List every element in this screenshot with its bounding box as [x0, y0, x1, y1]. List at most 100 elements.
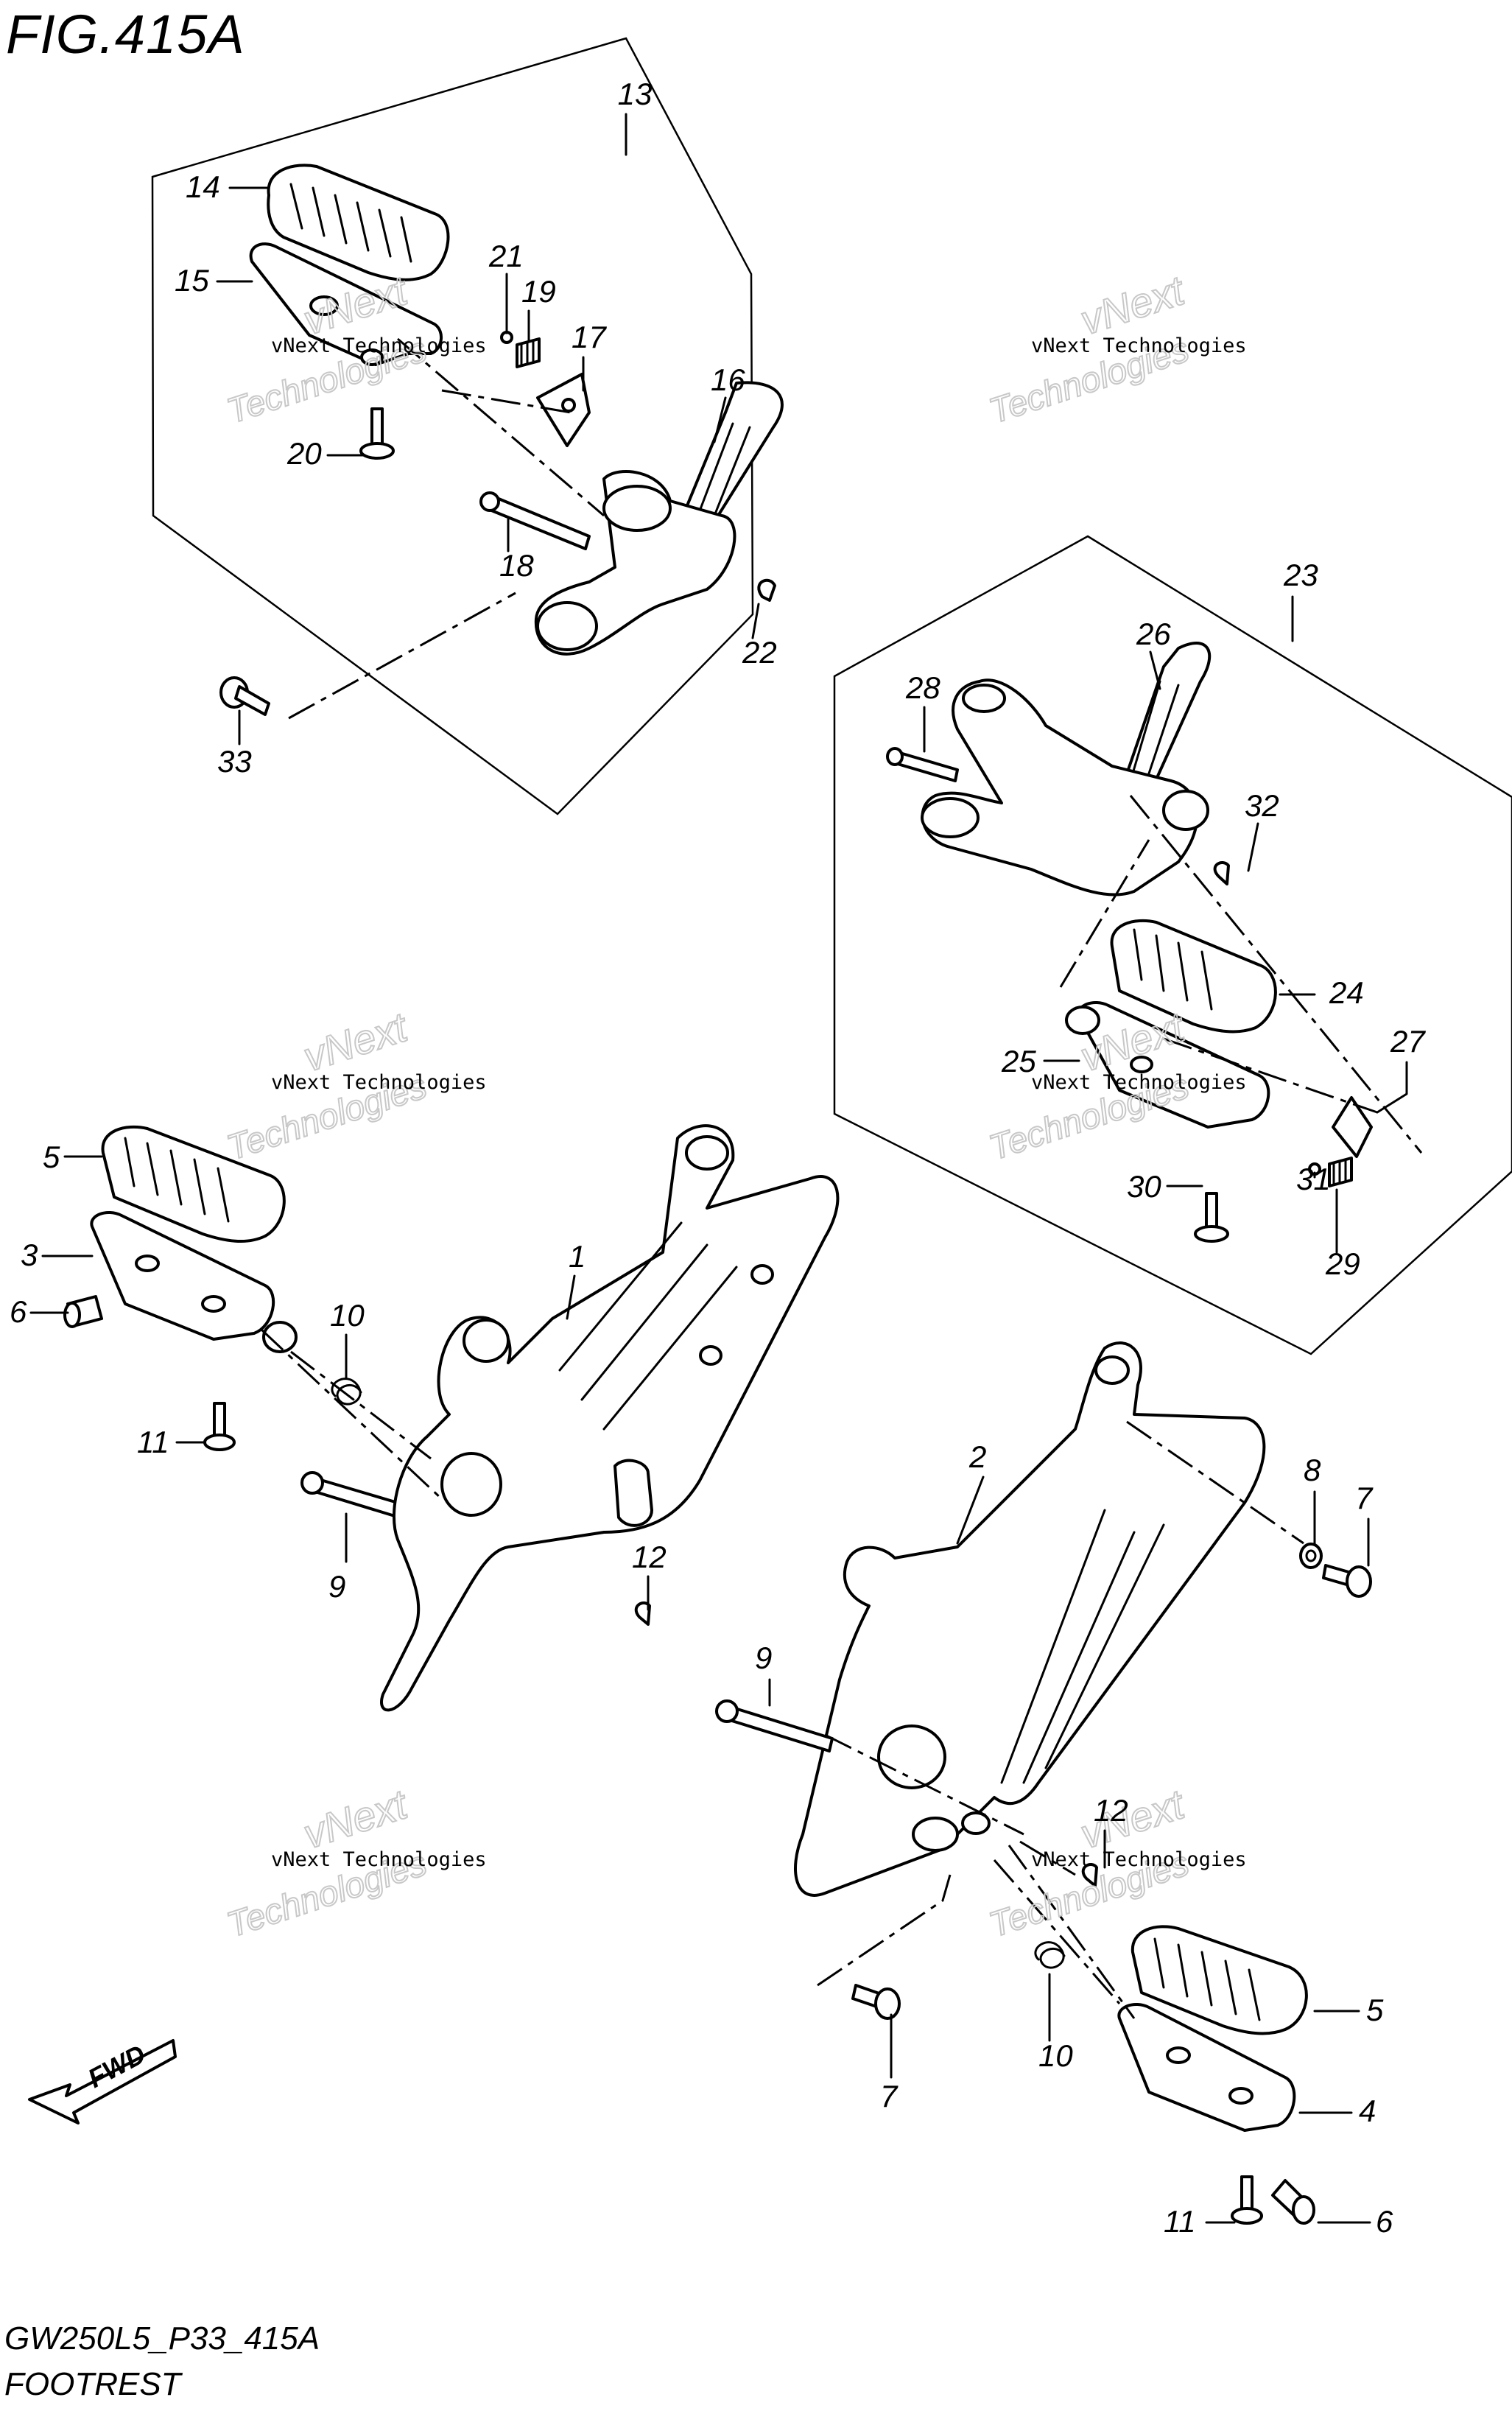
callout-number: 9 [755, 1641, 772, 1675]
callout-number: 10 [330, 1298, 365, 1333]
callout-leader-line [1149, 650, 1161, 690]
e-clip-12-right [1081, 1863, 1098, 1887]
callout-4: 4 [1298, 2094, 1376, 2128]
plate-27 [1332, 1096, 1373, 1158]
footpeg-rubber-14 [267, 164, 450, 281]
callout-16: 16 [711, 362, 745, 443]
svg-text:vNext Technologies: vNext Technologies [271, 1848, 487, 1871]
callout-27: 27 [1376, 1024, 1426, 1114]
footpeg-bracket-25 [1065, 1001, 1270, 1129]
footrest-bracket-23 [921, 678, 1209, 897]
callout-number: 24 [1329, 975, 1364, 1010]
callout-3: 3 [21, 1238, 94, 1272]
diagram-code: GW250L5_P33_415A [4, 2320, 320, 2357]
callout-number: 27 [1390, 1024, 1426, 1059]
watermark-1: vNext Technologies vNext Technologies [222, 266, 487, 432]
callout-10: 10 [330, 1298, 365, 1379]
bolt-7-upper [1322, 1564, 1372, 1598]
callout-leader-line [1247, 822, 1259, 872]
callout-number: 16 [711, 362, 745, 397]
footpeg-rubber-5-right [1131, 1925, 1308, 2035]
svg-text:vNext: vNext [298, 1003, 414, 1081]
callout-5: 5 [1313, 1993, 1384, 2027]
footpeg-rubber-5-left [101, 1125, 286, 1243]
fwd-arrow-icon: FWD [28, 2038, 177, 2124]
callout-number: 11 [137, 1425, 169, 1459]
callout-18: 18 [499, 518, 534, 583]
callout-20: 20 [286, 436, 366, 471]
svg-text:vNext Technologies: vNext Technologies [271, 1071, 487, 1094]
callout-22: 22 [742, 603, 777, 670]
callout-14: 14 [186, 169, 270, 204]
bolt-7-lower [851, 1984, 901, 2020]
callout-12: 12 [632, 1540, 667, 1611]
callout-21: 21 [488, 239, 524, 334]
callout-number: 30 [1127, 1169, 1161, 1204]
bolt-30 [1194, 1192, 1229, 1243]
callout-number: 12 [1094, 1793, 1128, 1828]
pin-28 [886, 747, 959, 782]
callout-7: 7 [880, 2013, 899, 2113]
callout-number: 13 [618, 77, 653, 111]
cap-6-left [63, 1295, 103, 1328]
callout-9: 9 [755, 1641, 772, 1707]
pin-18 [479, 491, 591, 550]
svg-text:vNext Technologies: vNext Technologies [1031, 1848, 1247, 1871]
callout-33: 33 [217, 709, 252, 779]
callout-number: 33 [217, 744, 252, 779]
callout-number: 21 [488, 239, 524, 273]
watermark-2: vNext Technologies vNext Technologies [984, 266, 1247, 432]
callout-11: 11 [1164, 2204, 1236, 2239]
footpeg-bracket-4 [1117, 2003, 1296, 2132]
svg-text:vNext: vNext [1075, 267, 1191, 344]
callout-number: 4 [1359, 2094, 1376, 2128]
callout-13: 13 [618, 77, 653, 156]
callout-number: 10 [1038, 2038, 1073, 2073]
callout-25: 25 [1001, 1044, 1080, 1078]
callout-number: 6 [10, 1294, 27, 1329]
svg-text:vNext: vNext [298, 1780, 414, 1858]
callout-31: 31 [1296, 1162, 1331, 1196]
bolt-33 [219, 676, 270, 716]
callout-number: 15 [175, 263, 209, 298]
callout-leader-line [566, 1274, 576, 1320]
assembly-box-23 [833, 535, 1512, 1355]
callout-number: 9 [328, 1569, 345, 1604]
callout-26: 26 [1136, 617, 1171, 690]
callout-number: 6 [1376, 2204, 1393, 2239]
callout-leader-line [1376, 1061, 1408, 1114]
footrest-bracket-rear [534, 470, 736, 656]
footpeg-bracket-15 [249, 242, 443, 366]
cap-6-right [1271, 2179, 1315, 2225]
callout-number: 14 [186, 169, 220, 204]
callout-28: 28 [905, 670, 940, 753]
callout-11: 11 [137, 1425, 206, 1459]
footpeg-bracket-3 [90, 1211, 298, 1353]
pin-9-right [715, 1699, 834, 1752]
watermark-3: vNext Technologies vNext Technologies [222, 1003, 487, 1169]
callout-number: 17 [572, 320, 607, 354]
callout-2: 2 [956, 1439, 986, 1545]
callout-23: 23 [1283, 558, 1318, 642]
callout-32: 32 [1245, 788, 1279, 872]
svg-text:vNext Technologies: vNext Technologies [271, 334, 487, 357]
callout-29: 29 [1325, 1188, 1360, 1281]
callout-number: 25 [1001, 1044, 1036, 1078]
washer-8 [1299, 1543, 1323, 1569]
callout-1: 1 [566, 1239, 586, 1320]
callout-number: 1 [569, 1239, 586, 1274]
callout-number: 28 [905, 670, 940, 705]
pin-9-left [300, 1471, 399, 1517]
callout-15: 15 [175, 263, 253, 298]
svg-text:vNext: vNext [1075, 1780, 1191, 1858]
footpeg-rubber-24 [1110, 919, 1277, 1034]
callout-30: 30 [1127, 1169, 1203, 1204]
callout-number: 18 [499, 548, 534, 583]
callout-number: 29 [1325, 1246, 1360, 1281]
callout-6: 6 [1317, 2204, 1393, 2239]
callout-17: 17 [572, 320, 607, 392]
callout-number: 23 [1283, 558, 1318, 592]
